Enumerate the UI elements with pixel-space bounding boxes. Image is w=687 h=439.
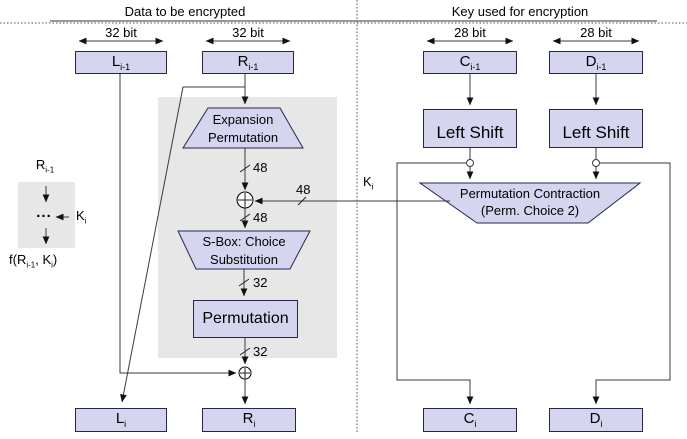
sbox-shape — [177, 230, 311, 270]
node-l-next: Li — [75, 408, 167, 432]
buswidth-32-b: 32 — [253, 344, 268, 359]
node-d-next: Di — [549, 408, 643, 432]
left-section-title: Data to be encrypted — [124, 4, 246, 19]
left-shift-label: Left Shift — [562, 123, 630, 142]
node-l-next-label: Li — [115, 410, 127, 429]
bitwidth-label-r: 32 bit — [232, 25, 264, 40]
legend-key-label: Ki — [76, 208, 87, 226]
right-section-title: Key used for encryption — [451, 4, 589, 19]
xor1-icon — [236, 191, 254, 209]
bus-slash-32a — [238, 278, 250, 287]
bitwidth-label-d: 28 bit — [580, 25, 612, 40]
legend-dots: ... — [36, 204, 52, 221]
bus-slash-48a — [239, 164, 251, 173]
buswidth-48-b: 48 — [296, 182, 311, 197]
bus-slash-48c — [239, 213, 251, 222]
node-d-prev: Di-1 — [549, 51, 643, 74]
permutation-label: Permutation — [202, 310, 289, 327]
legend-output-label: f(Ri-1, Ki) — [9, 252, 58, 270]
left-shift-label: Left Shift — [436, 123, 504, 142]
node-left-shift-d: Left Shift — [549, 109, 643, 148]
node-l-prev: Li-1 — [75, 51, 167, 74]
node-c-prev-label: Ci-1 — [459, 52, 481, 72]
wire-lprev-to-xor2 — [119, 74, 237, 377]
junction-dot-d — [592, 159, 600, 167]
bitwidth-label-l: 32 bit — [105, 25, 137, 40]
buswidth-48-c: 48 — [253, 210, 268, 225]
node-r-prev: Ri-1 — [202, 51, 294, 74]
perm-contraction-label: Permutation Contraction(Perm. Choice 2) — [459, 186, 601, 218]
perm-contraction-shape — [418, 182, 642, 224]
key-wire-label: Ki — [363, 174, 374, 192]
node-r-next-label: Ri — [242, 410, 256, 429]
buswidth-32-a: 32 — [253, 275, 268, 290]
node-r-next: Ri — [202, 408, 296, 432]
bus-slash-48b — [297, 196, 307, 206]
node-c-next: Ci — [423, 408, 517, 432]
expansion-permutation-shape — [182, 107, 304, 149]
wire-loop-to-cnext — [396, 162, 474, 405]
bitwidth-label-c: 28 bit — [454, 25, 486, 40]
node-c-next-label: Ci — [463, 410, 477, 429]
wire-rprev-to-lnext — [120, 86, 245, 403]
node-l-prev-label: Li-1 — [111, 52, 131, 72]
wire-loop-to-dnext — [592, 162, 671, 405]
node-c-prev: Ci-1 — [423, 51, 517, 74]
xor2-icon — [238, 366, 252, 380]
node-d-prev-label: Di-1 — [585, 52, 607, 72]
buswidth-48-a: 48 — [253, 160, 268, 175]
bus-slash-32b — [239, 347, 251, 356]
node-r-prev-label: Ri-1 — [237, 52, 259, 72]
node-left-shift-c: Left Shift — [423, 109, 517, 148]
node-permutation: Permutation — [193, 300, 298, 338]
legend-input-label: Ri-1 — [35, 157, 55, 175]
node-d-next-label: Di — [589, 410, 603, 429]
junction-dot-c — [466, 159, 474, 167]
